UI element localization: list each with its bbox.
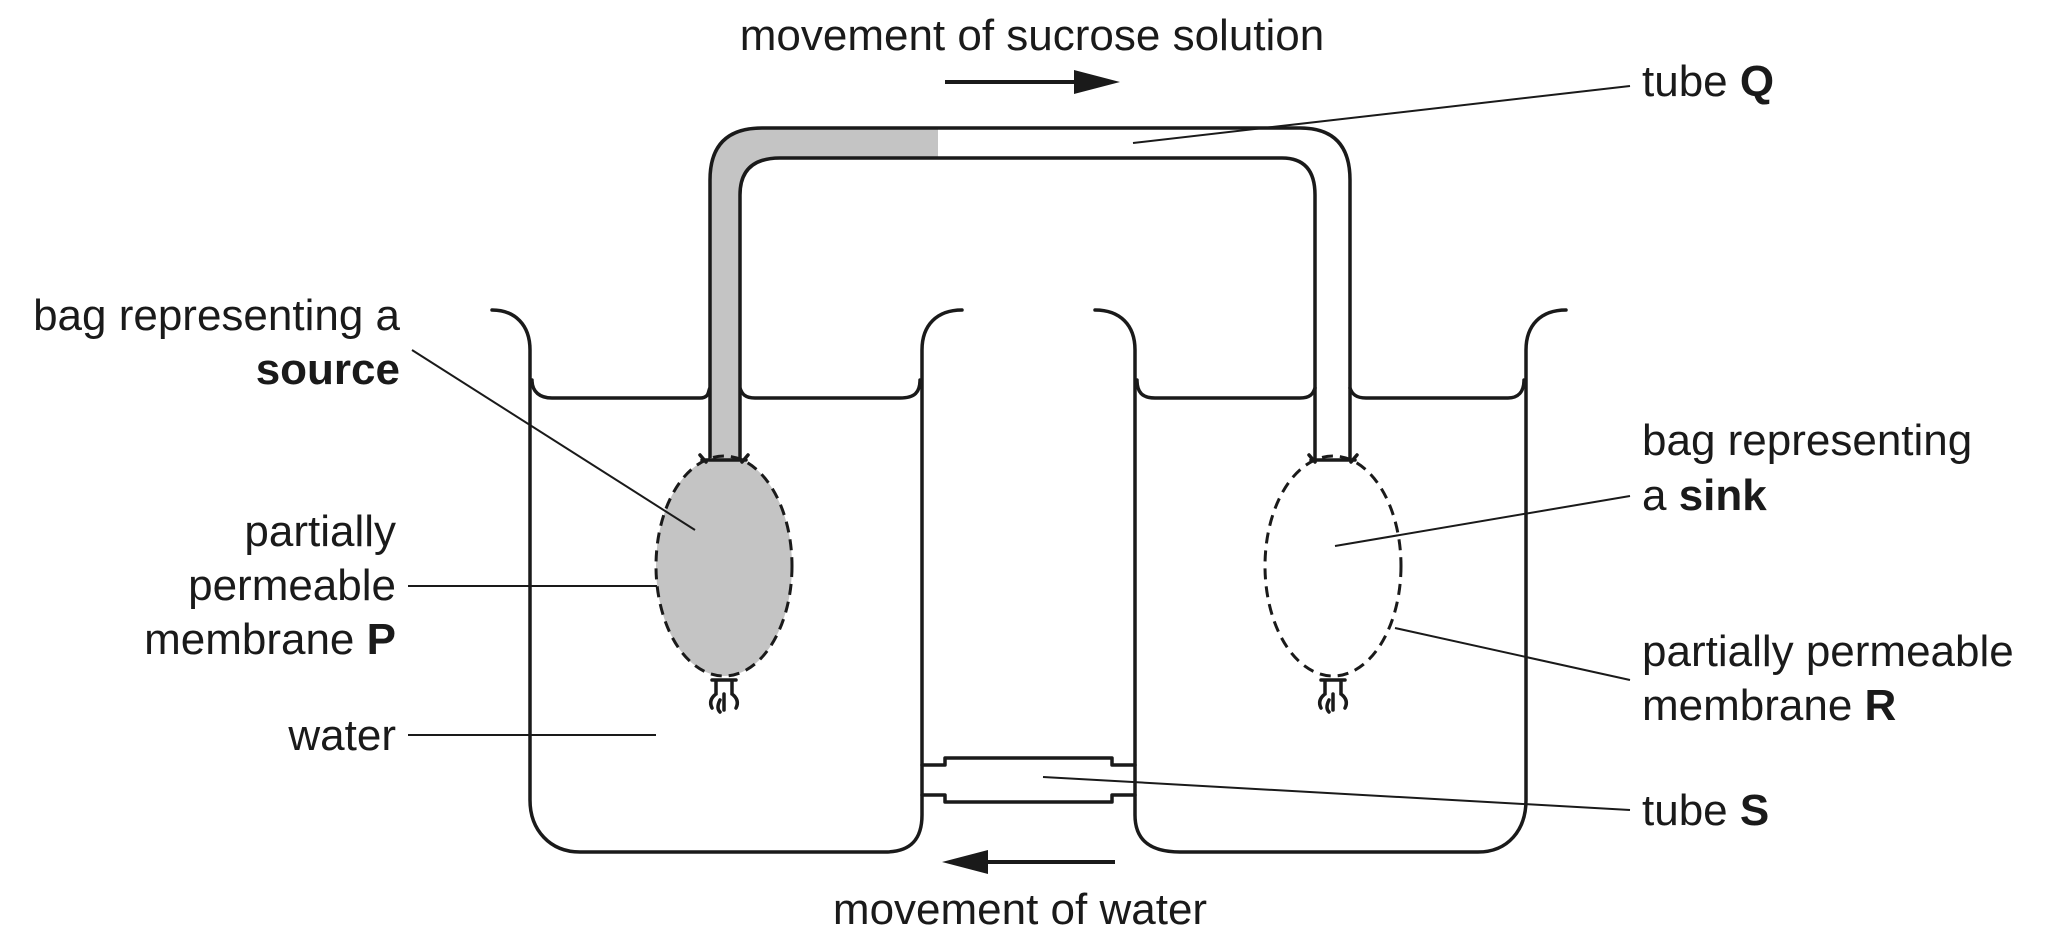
water-movement-arrow <box>942 850 1115 874</box>
membrane-p-label-line2: permeable <box>188 561 396 610</box>
sink-bag <box>1263 454 1403 678</box>
tube-q-sucrose-fill <box>710 128 938 458</box>
tube-q-leader <box>1132 85 1631 144</box>
source-bag-leader <box>411 349 696 531</box>
sink-bag-top-tie <box>1307 453 1359 464</box>
tube-s-label: tube S <box>1642 786 1769 835</box>
left-water-surface <box>530 378 712 400</box>
right-tank <box>1093 308 1568 854</box>
source-bag-label-line2: source <box>256 345 400 394</box>
source-bag <box>654 454 794 678</box>
sink-bag-leader <box>1334 495 1631 547</box>
membrane-r-leader <box>1394 627 1631 681</box>
tube-q-inner-wall <box>738 156 1317 460</box>
tube-s-upper-wall <box>920 756 1137 767</box>
sink-bag-label-line2: a sink <box>1642 471 1767 520</box>
left-water-surface-middle <box>738 378 922 400</box>
membrane-p-label-line3: membrane P <box>144 615 396 664</box>
sink-bag-label-line1: bag representing <box>1642 416 1972 465</box>
sucrose-movement-label: movement of sucrose solution <box>740 11 1325 60</box>
tube-s-lower-wall <box>920 793 1137 804</box>
source-bag-top-tie <box>698 453 750 464</box>
left-tank <box>490 308 964 854</box>
membrane-p-label-line1: partially <box>244 507 396 556</box>
tube-q-outer-wall <box>708 126 1352 460</box>
tube-s-leader <box>1042 776 1631 811</box>
source-bag-bottom-tie <box>708 678 740 714</box>
membrane-r-label-line2: membrane R <box>1642 681 1896 730</box>
membrane-r-label-line1: partially permeable <box>1642 627 2014 676</box>
source-bag-label-line1: bag representing a <box>33 291 400 340</box>
water-movement-label: movement of water <box>833 885 1207 934</box>
sink-bag-bottom-tie <box>1317 678 1349 714</box>
right-water-surface-right <box>1348 378 1526 400</box>
tube-q-label: tube Q <box>1642 57 1774 106</box>
water-label: water <box>287 711 396 760</box>
right-water-surface <box>1135 378 1317 400</box>
sucrose-movement-arrow <box>945 70 1120 94</box>
